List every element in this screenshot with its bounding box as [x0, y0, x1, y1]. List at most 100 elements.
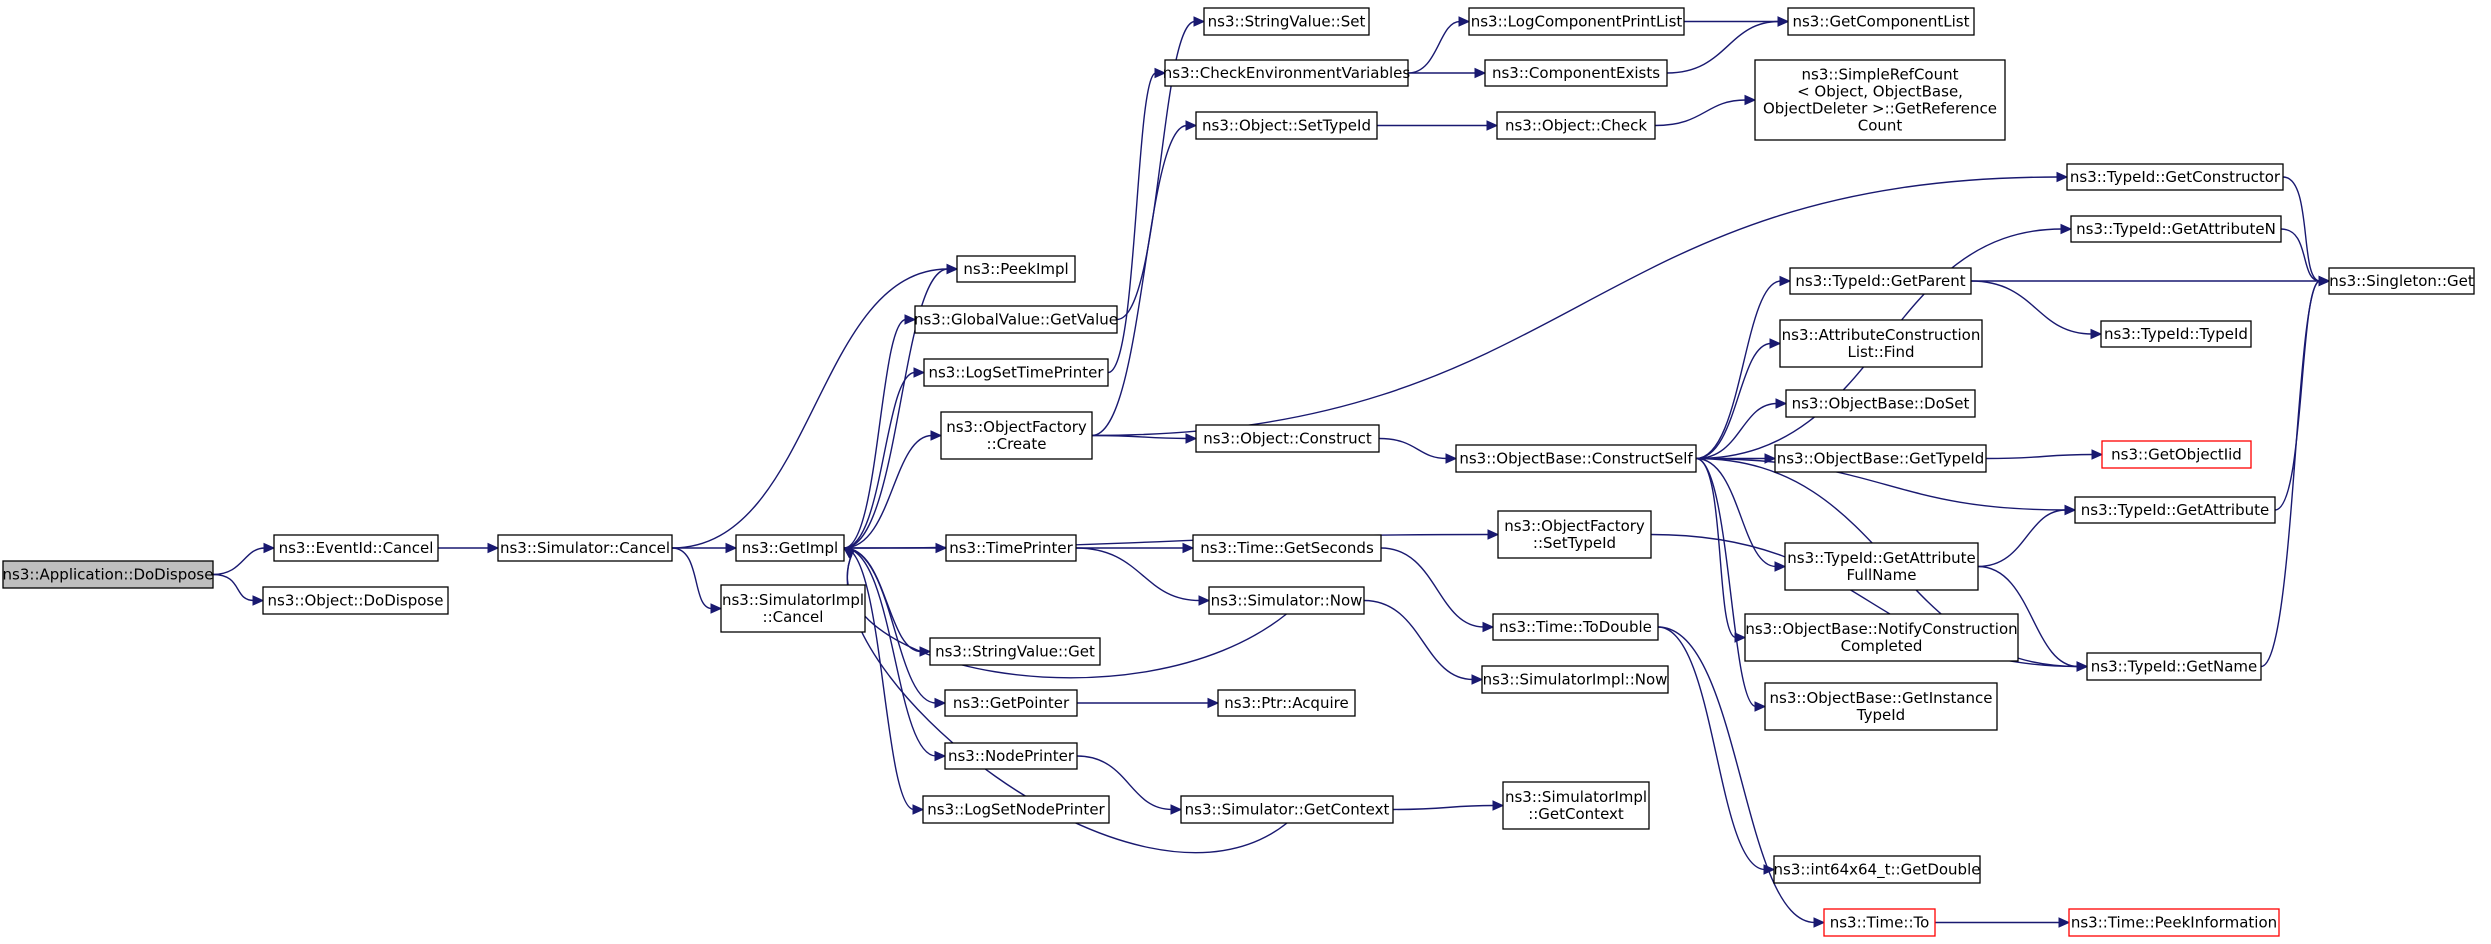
node-label: ns3::TypeId::GetAttributeN — [2076, 220, 2276, 238]
edge-line — [1657, 626, 1766, 871]
node-time-todouble[interactable]: ns3::Time::ToDouble — [1492, 613, 1659, 641]
edge-line — [1075, 547, 1201, 602]
edge-time-to-to-time-peekinformation — [1934, 917, 2071, 928]
node-eventid-cancel[interactable]: ns3::EventId::Cancel — [273, 534, 439, 562]
node-label: List::Find — [1847, 343, 1914, 361]
node-simimpl-cancel[interactable]: ns3::SimulatorImpl::Cancel — [720, 584, 866, 633]
node-label: ::SetTypeId — [1533, 534, 1616, 552]
node-objectbase-doset[interactable]: ns3::ObjectBase::DoSet — [1785, 389, 1976, 418]
node-label: ns3::Object::SetTypeId — [1202, 117, 1371, 135]
node-simimpl-now[interactable]: ns3::SimulatorImpl::Now — [1481, 665, 1669, 694]
node-typeid-getattribute[interactable]: ns3::TypeId::GetAttribute — [2074, 496, 2276, 524]
node-box — [1744, 613, 2019, 662]
node-box — [1468, 7, 1685, 36]
node-box — [1785, 389, 1976, 418]
node-typeid-getparent[interactable]: ns3::TypeId::GetParent — [1789, 267, 1972, 295]
node-object-construct[interactable]: ns3::Object::Construct — [1195, 424, 1380, 453]
edge-line — [1977, 509, 2067, 568]
node-simulator-now[interactable]: ns3::Simulator::Now — [1208, 586, 1365, 615]
arrowhead-icon — [1769, 338, 1782, 349]
node-stringvalue-set[interactable]: ns3::StringValue::Set — [1203, 7, 1370, 36]
node-box — [1195, 424, 1380, 453]
edge-line — [1695, 280, 1782, 460]
edge-checkenv-to-componentexists — [1408, 67, 1487, 79]
node-timeprinter[interactable]: ns3::TimePrinter — [945, 534, 1077, 562]
node-objectfactory-settypeid[interactable]: ns3::ObjectFactory::SetTypeId — [1497, 510, 1652, 559]
node-box — [1789, 267, 1972, 295]
edge-objectbase-gettypeid-to-getobjectiid — [1985, 449, 2104, 460]
arrowhead-icon — [2076, 661, 2089, 672]
edge-dodispose-app-to-object-dodispose — [212, 573, 265, 606]
node-getpointer[interactable]: ns3::GetPointer — [944, 689, 1078, 717]
edge-typeid-getattribute-to-singleton-get — [2274, 275, 2331, 511]
node-logsetnodeprinter[interactable]: ns3::LogSetNodePrinter — [922, 795, 1110, 824]
node-layer: ns3::Application::DoDispose ns3::EventId:… — [2, 7, 2475, 937]
node-peekimpl[interactable]: ns3::PeekImpl — [956, 255, 1076, 283]
node-objectbase-notify[interactable]: ns3::ObjectBase::NotifyConstructionCompl… — [1744, 613, 2019, 662]
node-box — [940, 411, 1093, 460]
node-checkenv[interactable]: ns3::CheckEnvironmentVariables — [1163, 59, 1411, 87]
arrowhead-icon — [1482, 621, 1495, 633]
node-box — [1492, 613, 1659, 641]
arrowhead-icon — [1775, 398, 1788, 409]
node-simulator-getcontext[interactable]: ns3::Simulator::GetContext — [1180, 795, 1394, 824]
node-object-check[interactable]: ns3::Object::Check — [1496, 111, 1656, 140]
node-label: ObjectDeleter >::GetReference — [1763, 100, 1997, 118]
node-time-to[interactable]: ns3::Time::To — [1823, 908, 1936, 937]
node-typeid-typeid[interactable]: ns3::TypeId::TypeId — [2100, 320, 2252, 348]
node-simulator-cancel[interactable]: ns3::Simulator::Cancel — [497, 534, 673, 562]
edge-line — [2260, 280, 2321, 668]
edge-line — [843, 547, 915, 811]
node-typeid-getattributen[interactable]: ns3::TypeId::GetAttributeN — [2070, 215, 2282, 243]
edge-line — [1695, 457, 1757, 708]
node-componentexists[interactable]: ns3::ComponentExists — [1484, 59, 1668, 87]
arrowhead-icon — [2064, 504, 2077, 516]
node-simplerefcount[interactable]: ns3::SimpleRefCount< Object, ObjectBase,… — [1754, 59, 2006, 141]
node-box — [1779, 319, 1983, 368]
edge-timeprinter-to-simulator-now — [1075, 547, 1211, 606]
arrowhead-icon — [1777, 16, 1790, 27]
node-getcomponentlist[interactable]: ns3::GetComponentList — [1787, 7, 1975, 36]
node-objectbase-constructself[interactable]: ns3::ObjectBase::ConstructSelf — [1455, 444, 1697, 473]
arrowhead-icon — [1774, 561, 1787, 572]
node-logsettimeprinter[interactable]: ns3::LogSetTimePrinter — [923, 358, 1109, 387]
node-nodeprinter[interactable]: ns3::NodePrinter — [944, 742, 1078, 770]
node-label: FullName — [1847, 566, 1917, 584]
node-box — [914, 305, 1118, 334]
node-box — [1455, 444, 1697, 473]
node-label: ns3::Object::Check — [1505, 117, 1647, 135]
node-object-dodispose[interactable]: ns3::Object::DoDispose — [262, 586, 449, 615]
node-getobjectiid[interactable]: ns3::GetObjectIid — [2101, 440, 2252, 469]
node-ptr-acquire[interactable]: ns3::Ptr::Acquire — [1217, 689, 1356, 717]
node-box — [1774, 444, 1987, 473]
edge-line — [843, 434, 933, 549]
node-time-peekinformation[interactable]: ns3::Time::PeekInformation — [2068, 908, 2280, 937]
edge-line — [843, 547, 937, 757]
node-logcomponentprintlist[interactable]: ns3::LogComponentPrintList — [1468, 7, 1685, 36]
edge-getimpl-to-objectfactory-settypeid — [843, 529, 1500, 549]
node-time-getseconds[interactable]: ns3::Time::GetSeconds — [1192, 534, 1382, 562]
node-int64x64-getdouble[interactable]: ns3::int64x64_t::GetDouble — [1773, 855, 1981, 884]
edge-dodispose-app-to-eventid-cancel — [212, 542, 276, 576]
node-simimpl-getcontext[interactable]: ns3::SimulatorImpl::GetContext — [1502, 781, 1650, 830]
node-objectbase-gettypeid[interactable]: ns3::ObjectBase::GetTypeId — [1774, 444, 1987, 473]
node-globalvalue-getvalue[interactable]: ns3::GlobalValue::GetValue — [914, 305, 1118, 334]
node-box — [1208, 586, 1365, 615]
node-typeid-getname[interactable]: ns3::TypeId::GetName — [2086, 652, 2262, 681]
edge-globalvalue-getvalue-to-stringvalue-set — [1116, 16, 1206, 321]
node-getimpl[interactable]: ns3::GetImpl — [735, 534, 845, 562]
node-box — [956, 255, 1076, 283]
node-singleton-get[interactable]: ns3::Singleton::Get — [2328, 267, 2475, 295]
edge-object-check-to-simplerefcount — [1654, 94, 1757, 127]
edge-getimpl-to-objectfactory-create — [843, 430, 943, 549]
edge-getimpl-to-globalvalue-getvalue — [843, 314, 917, 549]
node-typeid-getconstructor[interactable]: ns3::TypeId::GetConstructor — [2066, 163, 2284, 191]
node-object-settypeid[interactable]: ns3::Object::SetTypeId — [1195, 111, 1378, 140]
node-objectfactory-create[interactable]: ns3::ObjectFactory::Create — [940, 411, 1093, 460]
edge-typeid-getattributefullname-to-typeid-getname — [1977, 565, 2089, 672]
node-dodispose-app[interactable]: ns3::Application::DoDispose — [2, 560, 214, 589]
node-stringvalue-get[interactable]: ns3::StringValue::Get — [929, 637, 1101, 666]
